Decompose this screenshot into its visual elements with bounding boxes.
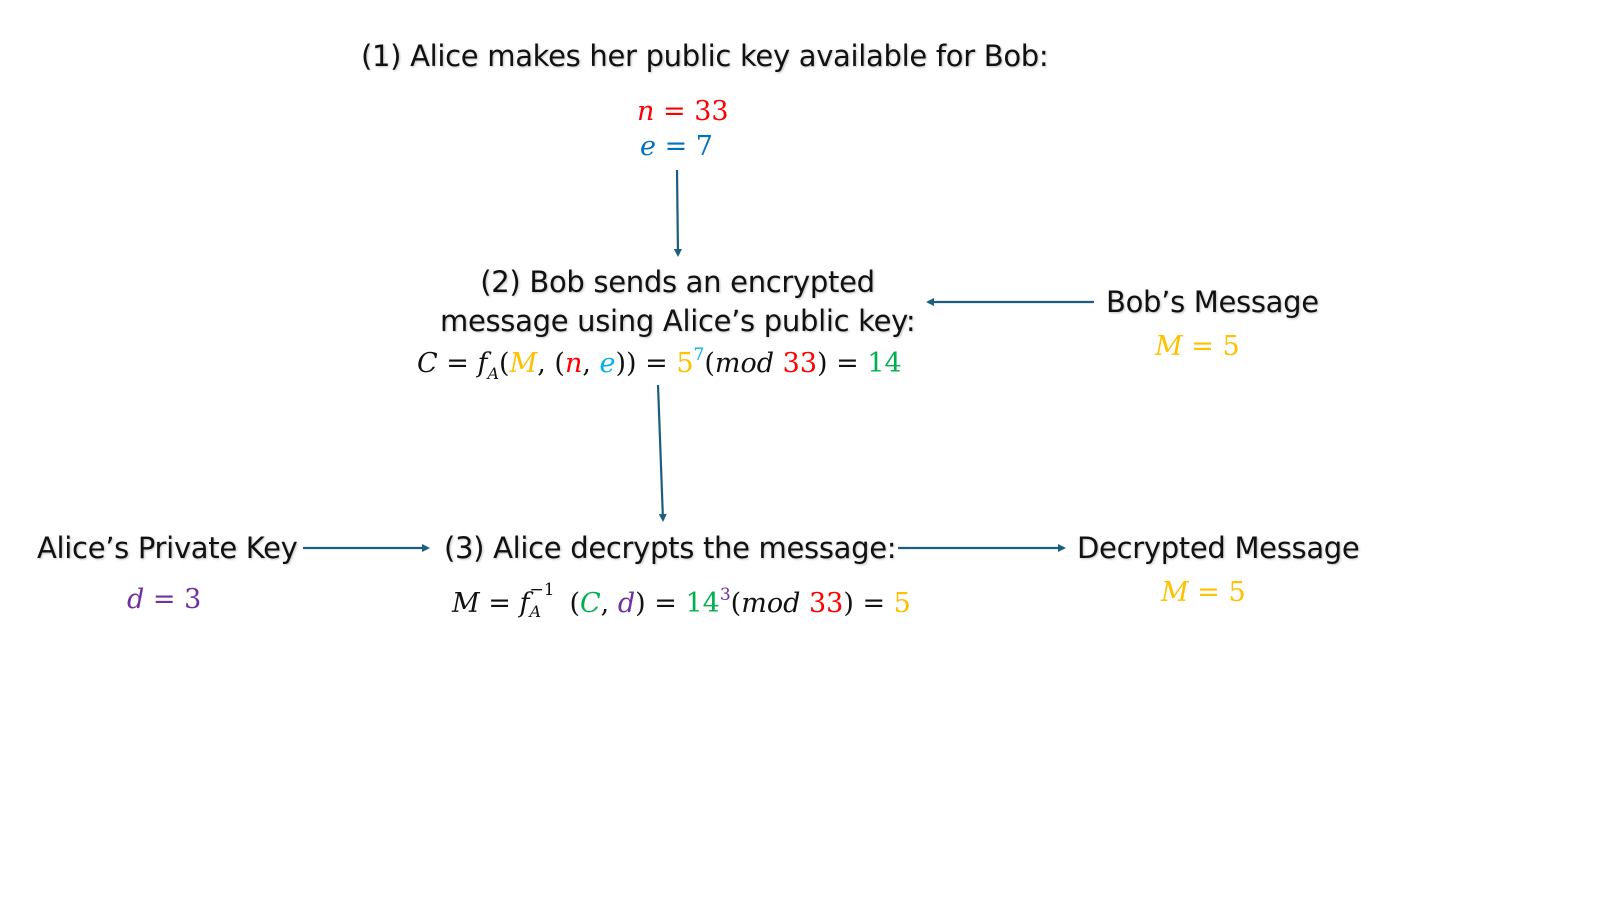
equals: = bbox=[479, 588, 520, 619]
e-var: e bbox=[599, 348, 616, 379]
ciphertext-value: 14 bbox=[867, 348, 902, 379]
d-var: d bbox=[127, 584, 145, 615]
space bbox=[800, 588, 809, 619]
separator: , bbox=[582, 348, 600, 379]
paren: ( bbox=[499, 348, 510, 379]
separator: , bbox=[600, 588, 618, 619]
message-value: 5 bbox=[1228, 577, 1246, 608]
function-f: f bbox=[519, 588, 530, 619]
e-value: 7 bbox=[695, 131, 713, 162]
exponent-value: 7 bbox=[693, 345, 705, 365]
message-var: M bbox=[1155, 331, 1183, 362]
equals: = bbox=[827, 348, 868, 379]
equals: = bbox=[636, 348, 677, 379]
exponent-value: 3 bbox=[719, 585, 731, 605]
decrypted-message-title: Decrypted Message bbox=[1077, 531, 1360, 565]
step2-title-line1: (2) Bob sends an encrypted bbox=[480, 265, 875, 299]
equals: = bbox=[144, 584, 185, 615]
step3-title: (3) Alice decrypts the message: bbox=[444, 531, 897, 565]
private-key-title: Alice’s Private Key bbox=[37, 531, 298, 565]
paren: ( bbox=[569, 588, 580, 619]
modulus-value: 33 bbox=[808, 588, 844, 619]
private-key-value: d = 3 bbox=[127, 584, 201, 615]
public-key-n: n = 33 bbox=[637, 96, 729, 127]
n-variable: n bbox=[637, 96, 655, 127]
paren: ) bbox=[817, 348, 828, 379]
separator: , ( bbox=[537, 348, 565, 379]
step2-title-line2: message using Alice’s public key: bbox=[440, 304, 916, 338]
public-key-e: e = 7 bbox=[640, 131, 713, 162]
space bbox=[774, 348, 783, 379]
mod-word: mod bbox=[714, 348, 775, 379]
inverse-superscript: −1 bbox=[529, 580, 555, 600]
paren: ) bbox=[843, 588, 854, 619]
mod-word: mod bbox=[741, 588, 801, 619]
arrow-step2-to-step3 bbox=[656, 384, 667, 522]
paren: ) bbox=[635, 588, 646, 619]
n-value: 33 bbox=[694, 96, 729, 127]
ciphertext-var: C bbox=[580, 588, 601, 619]
e-equals: = bbox=[655, 131, 696, 162]
message-var: M bbox=[509, 348, 538, 379]
paren: ( bbox=[730, 588, 742, 619]
function-f: f bbox=[477, 348, 488, 379]
paren: ( bbox=[704, 348, 715, 379]
message-var: M bbox=[452, 588, 480, 619]
base-value: 14 bbox=[685, 588, 720, 619]
function-subscript: A bbox=[529, 602, 542, 621]
decrypted-message-value: M = 5 bbox=[1161, 577, 1246, 608]
bob-message-value: M = 5 bbox=[1155, 331, 1240, 362]
arrow-public-key-to-step2 bbox=[673, 169, 682, 257]
bob-message-title: Bob’s Message bbox=[1106, 285, 1319, 319]
paren: )) bbox=[615, 348, 637, 379]
d-var: d bbox=[617, 588, 636, 619]
function-subscript: A bbox=[487, 364, 500, 383]
n-equals: = bbox=[654, 96, 695, 127]
modulus-value: 33 bbox=[782, 348, 818, 379]
step1-title: (1) Alice makes her public key available… bbox=[361, 39, 1049, 73]
base-value: 5 bbox=[676, 348, 694, 379]
n-var: n bbox=[564, 348, 583, 379]
plaintext-value: 5 bbox=[893, 588, 911, 619]
equals: = bbox=[853, 588, 894, 619]
encryption-formula: C = fA(M, (n, e)) = 57(mod 33) = 14 bbox=[417, 345, 902, 382]
ciphertext-var: C bbox=[417, 348, 438, 379]
equals: = bbox=[1188, 577, 1229, 608]
equals: = bbox=[1182, 331, 1223, 362]
equals: = bbox=[437, 348, 478, 379]
e-variable: e bbox=[640, 131, 656, 162]
message-value: 5 bbox=[1222, 331, 1240, 362]
message-var: M bbox=[1161, 577, 1189, 608]
d-value: 3 bbox=[184, 584, 202, 615]
equals: = bbox=[645, 588, 686, 619]
